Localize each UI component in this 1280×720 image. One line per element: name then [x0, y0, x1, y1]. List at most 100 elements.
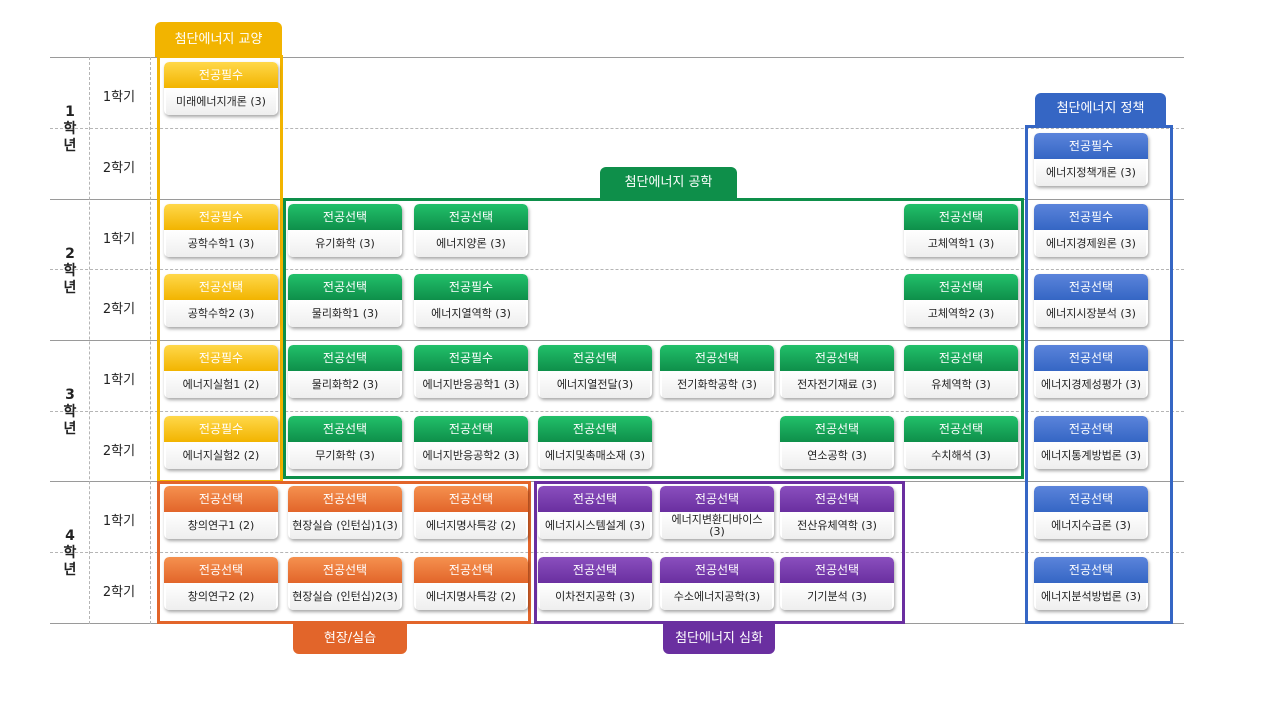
course-name-label: 에너지명사특강 (2) — [416, 583, 526, 610]
course-name-label: 수치해석 (3) — [906, 442, 1016, 469]
course-type-label: 전공선택 — [904, 416, 1018, 442]
year-label-char: 학 — [63, 121, 77, 137]
course-type-label: 전공선택 — [538, 345, 652, 371]
group-frame-field — [157, 481, 531, 624]
course-name-label: 에너지시장분석 (3) — [1036, 300, 1146, 327]
group-tab-policy: 첨단에너지 정책 — [1035, 93, 1166, 125]
course-name-label: 공학수학1 (3) — [166, 230, 276, 257]
course-type-label: 전공선택 — [288, 204, 402, 230]
year-label-char: 학 — [63, 545, 77, 561]
course-name-label: 에너지반응공학2 (3) — [416, 442, 526, 469]
course-name-label: 현장실습 (인턴십)1(3) — [290, 512, 400, 539]
course-type-label: 전공필수 — [1034, 133, 1148, 159]
course-type-label: 전공선택 — [414, 557, 528, 583]
semester-label: 2학기 — [102, 444, 136, 459]
course-type-label: 전공선택 — [288, 345, 402, 371]
course-type-label: 전공필수 — [164, 204, 278, 230]
course-name-label: 에너지양론 (3) — [416, 230, 526, 257]
group-tab-culture: 첨단에너지 교양 — [155, 22, 282, 57]
course-type-label: 전공필수 — [414, 345, 528, 371]
course-name-label: 창의연구1 (2) — [166, 512, 276, 539]
semester-label: 2학기 — [102, 585, 136, 600]
course-type-label: 전공선택 — [414, 204, 528, 230]
course-name-label: 에너지변환디바이스 (3) — [662, 512, 772, 539]
year-label-char: 3 — [65, 387, 75, 403]
course-type-label: 전공선택 — [538, 416, 652, 442]
course-type-label: 전공선택 — [288, 416, 402, 442]
row-divider-dashed — [50, 411, 1184, 412]
row-divider-dashed — [50, 552, 1184, 553]
course-name-label: 에너지정책개론 (3) — [1036, 159, 1146, 186]
year-label-char: 년 — [63, 138, 77, 154]
course-type-label: 전공선택 — [780, 486, 894, 512]
course-name-label: 에너지및촉매소재 (3) — [540, 442, 650, 469]
course-type-label: 전공선택 — [538, 557, 652, 583]
course-name-label: 전산유체역학 (3) — [782, 512, 892, 539]
course-name-label: 전자전기재료 (3) — [782, 371, 892, 398]
course-name-label: 고체역학2 (3) — [906, 300, 1016, 327]
course-type-label: 전공필수 — [164, 62, 278, 88]
course-name-label: 에너지경제원론 (3) — [1036, 230, 1146, 257]
year-label-char: 2 — [65, 246, 75, 262]
course-name-label: 유기화학 (3) — [290, 230, 400, 257]
course-name-label: 현장실습 (인턴십)2(3) — [290, 583, 400, 610]
course-name-label: 에너지열전달(3) — [540, 371, 650, 398]
semester-label: 1학기 — [102, 232, 136, 247]
course-type-label: 전공필수 — [1034, 204, 1148, 230]
group-frame-policy — [1025, 125, 1173, 624]
course-name-label: 공학수학2 (3) — [166, 300, 276, 327]
course-name-label: 수소에너지공학(3) — [662, 583, 772, 610]
course-type-label: 전공선택 — [660, 345, 774, 371]
course-name-label: 고체역학1 (3) — [906, 230, 1016, 257]
column-divider — [150, 57, 151, 624]
course-type-label: 전공선택 — [660, 486, 774, 512]
year-label-char: 년 — [63, 280, 77, 296]
year-label-char: 4 — [65, 528, 75, 544]
year-label-char: 년 — [63, 421, 77, 437]
row-divider-solid — [50, 340, 1184, 341]
course-type-label: 전공필수 — [164, 345, 278, 371]
